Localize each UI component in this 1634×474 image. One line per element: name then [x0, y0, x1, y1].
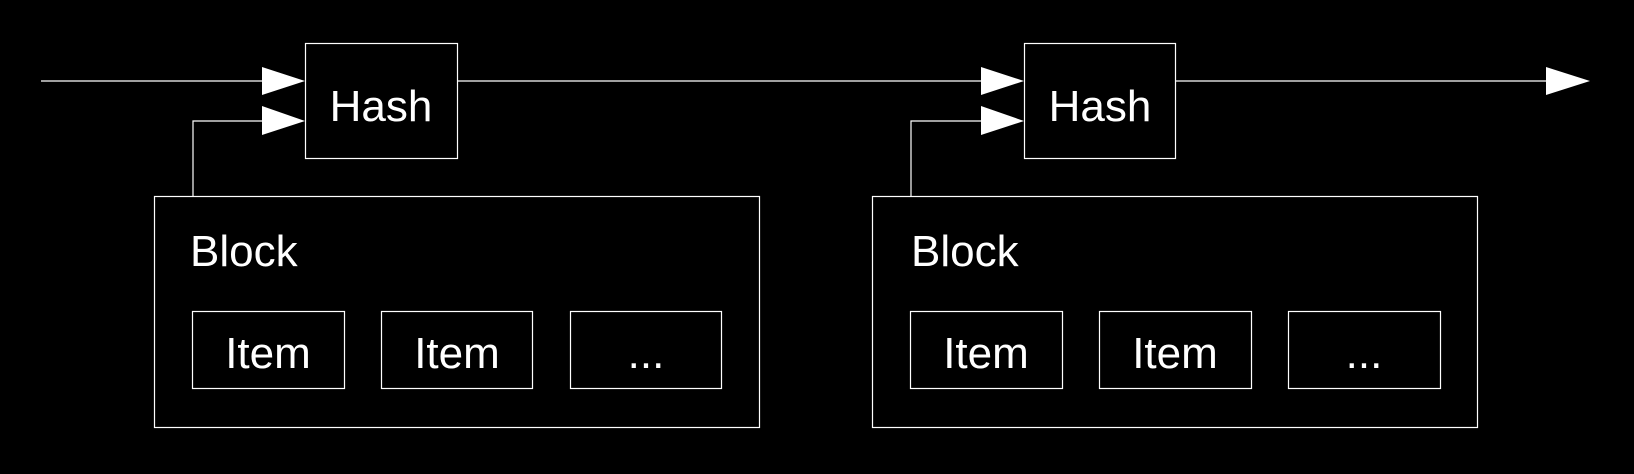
chain-output-arrowhead [1546, 67, 1590, 95]
item-box [1287, 310, 1442, 390]
hash-1-to-hash-2-arrowhead [981, 67, 1024, 95]
block-label: Block [190, 227, 299, 276]
ellipsis-label: ... [1346, 329, 1383, 378]
item-node: ... [569, 310, 723, 390]
hash-box [304, 42, 459, 160]
item-node: ... [1287, 310, 1442, 390]
item-node: Item [1098, 310, 1253, 390]
stage-1: Hash Block Item Item ... [153, 42, 761, 429]
stage-2: Hash Block Item Item ... [871, 42, 1479, 429]
block-node-1: Block Item Item ... [153, 195, 761, 429]
item-node: Item [380, 310, 534, 390]
connectors [41, 67, 1590, 196]
block-node-2: Block Item Item ... [871, 195, 1479, 429]
hash-label: Hash [1049, 82, 1152, 131]
item-box [1098, 310, 1253, 390]
block-2-to-hash-2-line [910, 120, 981, 196]
block-1-to-hash-1-line [192, 120, 262, 196]
item-box [380, 310, 534, 390]
ellipsis-label: ... [628, 329, 665, 378]
hash-node-1: Hash [304, 42, 459, 160]
block-label: Block [911, 227, 1020, 276]
hash-node-2: Hash [1023, 42, 1177, 160]
block-2-to-hash-2-arrowhead [981, 106, 1024, 135]
hash-box [1023, 42, 1177, 160]
chain-input-arrowhead [262, 67, 305, 95]
hash-label: Hash [330, 82, 433, 131]
item-box [569, 310, 723, 390]
item-node: Item [909, 310, 1064, 390]
item-box [191, 310, 346, 390]
item-label: Item [943, 329, 1029, 378]
item-label: Item [1132, 329, 1218, 378]
item-node: Item [191, 310, 346, 390]
item-box [909, 310, 1064, 390]
item-label: Item [225, 329, 311, 378]
block-1-to-hash-1-arrowhead [262, 106, 305, 135]
item-label: Item [414, 329, 500, 378]
